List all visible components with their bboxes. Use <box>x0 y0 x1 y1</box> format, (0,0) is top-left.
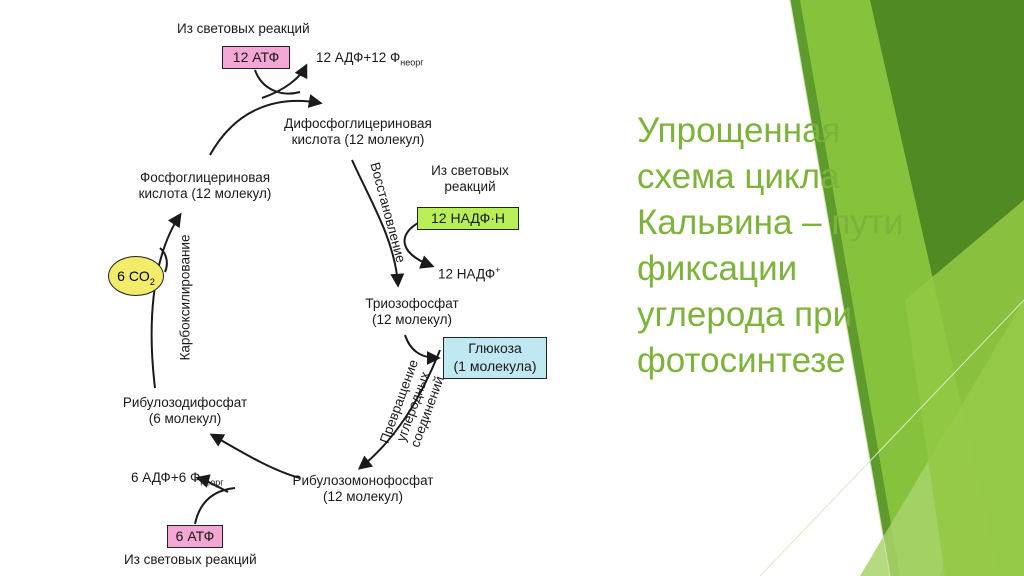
rump-label: Рибулозомонофосфат (12 молекул) <box>283 473 443 505</box>
adp12-sub: неорг <box>400 57 424 68</box>
adp6-sub: неорг <box>200 477 224 488</box>
nadp12-label: 12 НАДФ+ <box>438 262 500 283</box>
mid-source-line2: реакций <box>444 179 496 194</box>
arrow-rump-to-rudp <box>209 433 301 479</box>
rump-line1: Рибулозомонофосфат <box>292 473 434 488</box>
deco-shape-bright <box>905 200 1024 576</box>
cycle-arrows <box>150 63 441 525</box>
arrow-to-glucose <box>404 334 441 365</box>
nadph12-box: 12 НАДФ·Н <box>417 207 519 230</box>
dpga-label: Дифосфоглицериновая кислота (12 молекул) <box>268 116 448 148</box>
carboxylation-label: Карбоксилирование <box>177 234 193 361</box>
rudp-line1: Рибулозодифосфат <box>122 395 248 410</box>
glucose-line1: Глюкоза <box>468 340 522 356</box>
triose-line1: Триозофосфат <box>365 296 459 311</box>
atp6-box: 6 АТФ <box>167 525 223 548</box>
co2-main: 6 CO <box>117 268 150 284</box>
co2-oval: 6 CO2 <box>108 256 164 296</box>
dpga-line1: Дифосфоглицериновая <box>284 116 432 131</box>
arrow-adp-output <box>261 63 308 99</box>
mid-source-line1: Из световых <box>431 163 509 178</box>
top-source-label: Из световых реакций <box>177 21 310 36</box>
deco-line <box>789 0 891 576</box>
rudp-line2: (6 молекул) <box>148 411 222 426</box>
mid-source-label: Из световых реакций <box>420 163 520 195</box>
triose-label: Триозофосфат (12 молекул) <box>352 296 472 328</box>
arrow-pga-to-dpga <box>209 94 323 156</box>
arrow-adp6-output <box>195 474 229 493</box>
rump-line2: (12 молекул) <box>322 489 404 504</box>
rudp-label: Рибулозодифосфат (6 молекул) <box>110 395 260 427</box>
pga-label: Фосфоглицериновая кислота (12 молекул) <box>125 170 285 202</box>
arrow-reduction <box>351 159 405 288</box>
nadp12-sup: + <box>495 265 501 275</box>
adp6-label: 6 АДФ+6 Фнеорг <box>131 470 224 491</box>
arrow-atp-input <box>254 69 301 95</box>
arrow-co2-input <box>159 247 168 273</box>
glucose-line2: (1 молекула) <box>453 358 537 374</box>
arrow-conversion <box>357 349 441 470</box>
triose-line2: (12 молекул) <box>371 312 453 327</box>
dpga-line2: кислота (12 молекул) <box>291 132 425 147</box>
arrow-nadph <box>403 221 435 269</box>
adp12-main: 12 АДФ+12 Ф <box>316 50 401 65</box>
pga-line2: кислота (12 молекул) <box>138 186 272 201</box>
slide-title: Упрощенная схема цикла Кальвина – пути ф… <box>637 111 904 380</box>
deco-line-2 <box>759 299 1024 576</box>
atp12-box: 12 АТФ <box>222 46 290 69</box>
bottom-source-label: Из световых реакций <box>124 552 257 567</box>
adp6-main: 6 АДФ+6 Ф <box>131 470 201 485</box>
nadp12-main: 12 НАДФ <box>438 266 496 282</box>
co2-sub: 2 <box>149 276 155 287</box>
arrow-carboxylation <box>150 212 182 389</box>
adp12-label: 12 АДФ+12 Фнеорг <box>316 50 424 71</box>
pga-line1: Фосфоглицериновая <box>139 170 271 185</box>
glucose-box: Глюкоза (1 молекула) <box>443 337 547 379</box>
arrow-atp6-input <box>194 487 236 525</box>
